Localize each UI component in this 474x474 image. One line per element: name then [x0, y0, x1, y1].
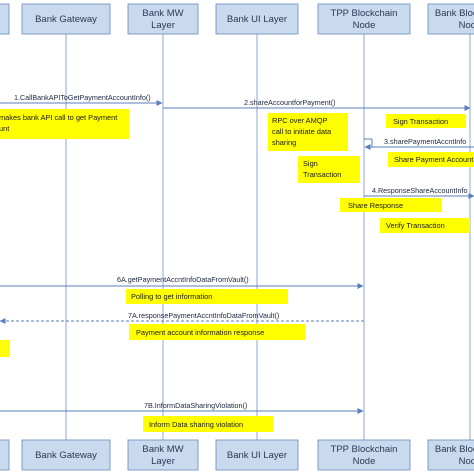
note-share-payment-account: Share Payment Account — [388, 152, 474, 167]
note-verify-transaction: Verify Transaction — [380, 218, 470, 233]
message-labels: 1.CallBankAPIToGetPaymentAccountInfo() 2… — [14, 93, 468, 410]
note-inform-violation: Inform Data sharing violation — [143, 416, 273, 432]
participant-label-line2: Layer — [151, 20, 175, 31]
participant-label: Bank UI Layer — [227, 450, 287, 461]
participants-bottom: Bank Gateway Bank MW Layer Bank UI Layer… — [0, 439, 474, 471]
svg-text:Share Response: Share Response — [348, 201, 403, 210]
participants-top: Bank Gateway Bank MW Layer Bank UI Layer… — [0, 3, 474, 35]
participant-bank-blockchain-node-top: Bank Blockchain Node — [427, 3, 474, 35]
participant-left-partial-bottom — [0, 439, 10, 471]
notes: makes bank API call to get Payment unt R… — [0, 109, 474, 432]
participant-label-line2: Node — [353, 20, 376, 31]
participant-bank-ui-layer-top: Bank UI Layer — [215, 3, 299, 35]
participant-bank-mw-layer-top: Bank MW Layer — [127, 3, 199, 35]
participant-tpp-blockchain-node-bottom: TPP Blockchain Node — [317, 439, 411, 471]
svg-text:Inform Data sharing violation: Inform Data sharing violation — [149, 420, 243, 429]
note-polling: Polling to get information — [126, 289, 288, 304]
note-sign-transaction-1: Sign Transaction — [386, 114, 466, 128]
participant-bank-gateway-bottom: Bank Gateway — [21, 439, 111, 471]
lifelines — [65, 34, 471, 440]
participant-label: Bank Gateway — [35, 14, 97, 25]
participant-bank-blockchain-node-bottom: Bank Blockchain Node — [427, 439, 474, 471]
svg-text:Polling to get information: Polling to get information — [131, 292, 212, 301]
message-1-label: 1.CallBankAPIToGetPaymentAccountInfo() — [14, 93, 151, 102]
note-bank-api-call: makes bank API call to get Payment unt — [0, 109, 129, 139]
svg-text:sharing: sharing — [272, 138, 296, 147]
svg-text:RPC over AMQP: RPC over AMQP — [272, 116, 328, 125]
svg-text:unt: unt — [0, 124, 9, 133]
participant-left-partial-top — [0, 3, 10, 35]
svg-text:makes bank API call to get Pay: makes bank API call to get Payment — [0, 113, 117, 122]
participant-label-line2: Node — [459, 456, 474, 467]
messages — [0, 100, 474, 414]
participant-label-line2: Node — [459, 20, 474, 31]
svg-text:Share Payment Account: Share Payment Account — [394, 155, 473, 164]
note-rpc-over-amqp: RPC over AMQP call to initiate data shar… — [268, 113, 348, 151]
participant-label-line2: Node — [353, 456, 376, 467]
message-7b-label: 7B.InformDataSharingViolation() — [144, 401, 247, 410]
message-7a-label: 7A.responsePaymentAccntInfoDataFromVault… — [128, 311, 279, 320]
message-3-label: 3.sharePaymentAccntInfo — [384, 137, 466, 146]
svg-text:Sign Transaction: Sign Transaction — [393, 117, 448, 126]
participant-label-line1: Bank Blockchain — [435, 8, 474, 19]
message-6a-label: 6A.getPaymentAccntInfoDataFromVault() — [117, 275, 249, 284]
svg-text:Transaction: Transaction — [303, 170, 341, 179]
svg-text:Verify Transaction: Verify Transaction — [386, 221, 445, 230]
participant-label-line1: Bank Blockchain — [435, 444, 474, 455]
message-4-label: 4.ResponseShareAccountInfo — [372, 186, 468, 195]
note-left-block — [0, 340, 10, 357]
participant-bank-ui-layer-bottom: Bank UI Layer — [215, 439, 299, 471]
svg-text:Sign: Sign — [303, 159, 318, 168]
participant-label-line2: Layer — [151, 456, 175, 467]
svg-text:call to initiate data: call to initiate data — [272, 127, 332, 136]
participant-bank-gateway-top: Bank Gateway — [21, 3, 111, 35]
participant-tpp-blockchain-node-top: TPP Blockchain Node — [317, 3, 411, 35]
note-sign-transaction-2: Sign Transaction — [298, 156, 360, 183]
note-payment-account-info-response: Payment account information response — [129, 324, 305, 340]
participant-label: Bank UI Layer — [227, 14, 287, 25]
participant-label-line1: TPP Blockchain — [331, 8, 398, 19]
note-share-response: Share Response — [340, 198, 442, 212]
message-2-label: 2.shareAccountforPayment() — [244, 98, 335, 107]
svg-text:Payment account information r: Payment account information response — [136, 328, 264, 337]
participant-bank-mw-layer-bottom: Bank MW Layer — [127, 439, 199, 471]
participant-label-line1: Bank MW — [142, 8, 183, 19]
participant-label-line1: Bank MW — [142, 444, 183, 455]
participant-label-line1: TPP Blockchain — [331, 444, 398, 455]
participant-label: Bank Gateway — [35, 450, 97, 461]
activation-mark — [364, 138, 373, 147]
